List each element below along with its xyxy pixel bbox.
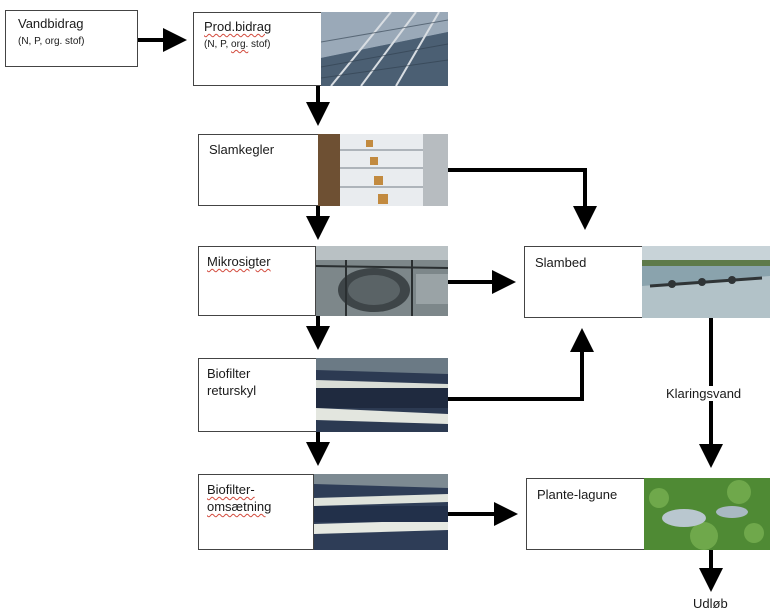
node-biofilter-returskyl-line2: returskyl bbox=[207, 383, 257, 398]
node-biofilter-omsaetning-line1: Biofilter- bbox=[207, 482, 255, 497]
node-mikrosigter: Mikrosigter bbox=[198, 246, 316, 316]
photo-sludge-cones bbox=[318, 134, 448, 206]
arrow-slamkegler-to-slambed bbox=[448, 168, 597, 230]
node-slamkegler-label: Slamkegler bbox=[209, 142, 275, 157]
node-slambed: Slambed bbox=[524, 246, 644, 318]
label-klaringsvand: Klaringsvand bbox=[663, 386, 745, 401]
node-slamkegler: Slamkegler bbox=[198, 134, 320, 206]
node-prod-bidrag-sub: (N, P, org. stof) bbox=[204, 39, 271, 51]
node-slambed-label: Slambed bbox=[535, 255, 587, 270]
label-udloeb: Udløb bbox=[690, 596, 731, 611]
photo-raceways bbox=[321, 12, 448, 86]
sub-post: stof) bbox=[248, 39, 271, 50]
photo-biofilter-1 bbox=[316, 358, 448, 432]
node-vandbidrag: Vandbidrag (N, P, org. stof) bbox=[5, 10, 138, 67]
node-biofilter-omsaetning-line2: omsætning bbox=[207, 499, 272, 514]
arrow-biofilter-to-slambed bbox=[448, 328, 594, 401]
photo-biofilter-2 bbox=[314, 474, 448, 550]
sub-pre: (N, P, bbox=[204, 39, 232, 50]
node-vandbidrag-sub: (N, P, org. stof) bbox=[18, 36, 85, 47]
node-prod-bidrag: Prod.bidrag (N, P, org. stof) bbox=[193, 12, 323, 86]
photo-microscreen bbox=[316, 246, 448, 316]
node-biofilter-returskyl-line1: Biofilter bbox=[207, 366, 251, 381]
node-biofilter-omsaetning: Biofilter- omsætning bbox=[198, 474, 314, 550]
photo-plant-lagoon bbox=[644, 478, 770, 550]
node-plante-lagune: Plante-lagune bbox=[526, 478, 646, 550]
node-biofilter-returskyl: Biofilter returskyl bbox=[198, 358, 318, 432]
photo-sludge-bed bbox=[642, 246, 770, 318]
node-plante-lagune-label: Plante-lagune bbox=[537, 487, 618, 502]
node-vandbidrag-label: Vandbidrag bbox=[18, 16, 84, 31]
node-prod-bidrag-label: Prod.bidrag bbox=[204, 19, 272, 34]
node-mikrosigter-label: Mikrosigter bbox=[207, 254, 271, 269]
sub-squig: org. bbox=[231, 39, 249, 50]
